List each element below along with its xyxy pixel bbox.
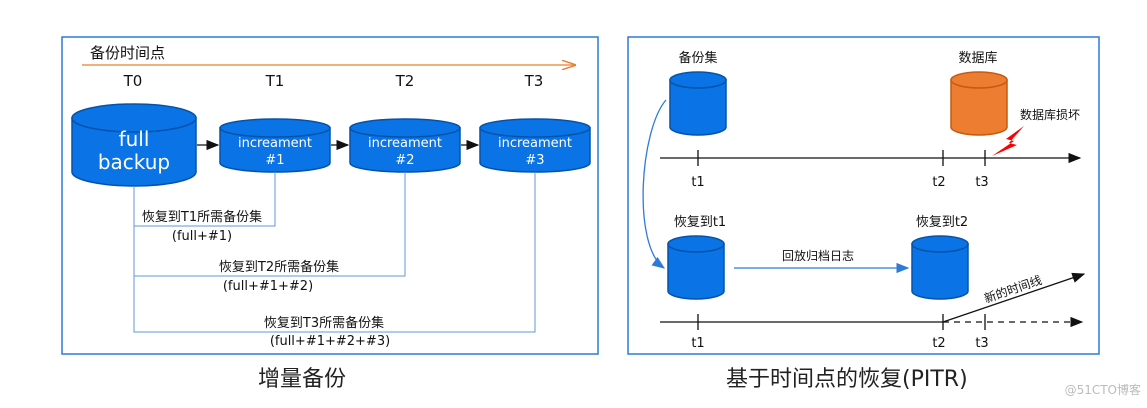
- top-tick-label-t3: t3: [975, 175, 988, 190]
- bottom-tick-label-t3: t3: [975, 336, 988, 351]
- restore-t1-cylinder: [667, 235, 725, 300]
- new-timeline-label: 新的时间线: [982, 272, 1044, 306]
- restore-t3-formula: (full+#1+#2+#3): [270, 334, 390, 349]
- right-panel: 备份集 数据库 数据库损坏 t1 t2 t3 恢复到t1 恢复到t2: [627, 36, 1100, 355]
- increment-cylinder-1: increament #1: [219, 118, 331, 173]
- restore-bracket-t1: [133, 172, 276, 227]
- right-caption: 基于时间点的恢复(PITR): [726, 367, 968, 392]
- time-point-t3: T3: [524, 72, 544, 90]
- restore-t1-title: 恢复到T1所需备份集: [142, 209, 262, 225]
- restore-t1-formula: (full+#1): [172, 229, 232, 244]
- full-backup-label-1: full: [119, 127, 150, 151]
- left-panel: 备份时间点 T0 T1 T2 T3 full backup increament…: [61, 36, 599, 355]
- restore-t2-formula: (full+#1+#2): [223, 279, 313, 294]
- bottom-tick-label-t1: t1: [691, 336, 704, 351]
- restore-t2-title: 恢复到T2所需备份集: [219, 259, 339, 275]
- damage-label: 数据库损坏: [1020, 107, 1080, 122]
- backup-set-cylinder: [669, 71, 727, 136]
- increment-3-line1: increament: [498, 136, 572, 151]
- full-backup-label-2: backup: [98, 150, 170, 174]
- restore-t3-title: 恢复到T3所需备份集: [264, 315, 384, 331]
- increment-1-line1: increament: [238, 136, 312, 151]
- top-tick-label-t1: t1: [691, 175, 704, 190]
- time-point-t1: T1: [265, 72, 285, 90]
- watermark: @51CTO博客: [1064, 383, 1141, 397]
- new-timeline-arrow: [942, 272, 1086, 323]
- increment-3-line2: #3: [525, 153, 544, 168]
- left-frame: [61, 36, 599, 355]
- right-frame: [627, 36, 1100, 355]
- restore-bracket-t3: [133, 172, 536, 333]
- timeline-label: 备份时间点: [90, 44, 165, 62]
- backup-set-label: 备份集: [678, 50, 717, 66]
- time-point-t0: T0: [123, 72, 143, 90]
- bottom-tick-label-t2: t2: [932, 336, 945, 351]
- lightning-bolt-icon: [992, 126, 1024, 156]
- increment-2-line2: #2: [395, 153, 414, 168]
- increment-cylinder-3: increament #3: [479, 118, 591, 173]
- left-caption: 增量备份: [258, 367, 347, 392]
- restore-bracket-t2: [133, 172, 406, 277]
- top-tick-label-t2: t2: [932, 175, 945, 190]
- database-label: 数据库: [958, 50, 997, 66]
- restore-curve-arrow: [642, 99, 667, 269]
- increment-cylinder-2: increament #2: [349, 118, 461, 173]
- restore-t2-cylinder: [911, 235, 969, 300]
- database-cylinder: [950, 71, 1008, 136]
- restore-t1-label: 恢复到t1: [674, 215, 726, 230]
- full-backup-cylinder: full backup: [71, 103, 197, 187]
- increment-1-line2: #1: [265, 153, 284, 168]
- replay-label: 回放归档日志: [782, 248, 854, 263]
- time-point-t2: T2: [395, 72, 415, 90]
- restore-t2-label: 恢复到t2: [916, 215, 968, 230]
- increment-2-line1: increament: [368, 136, 442, 151]
